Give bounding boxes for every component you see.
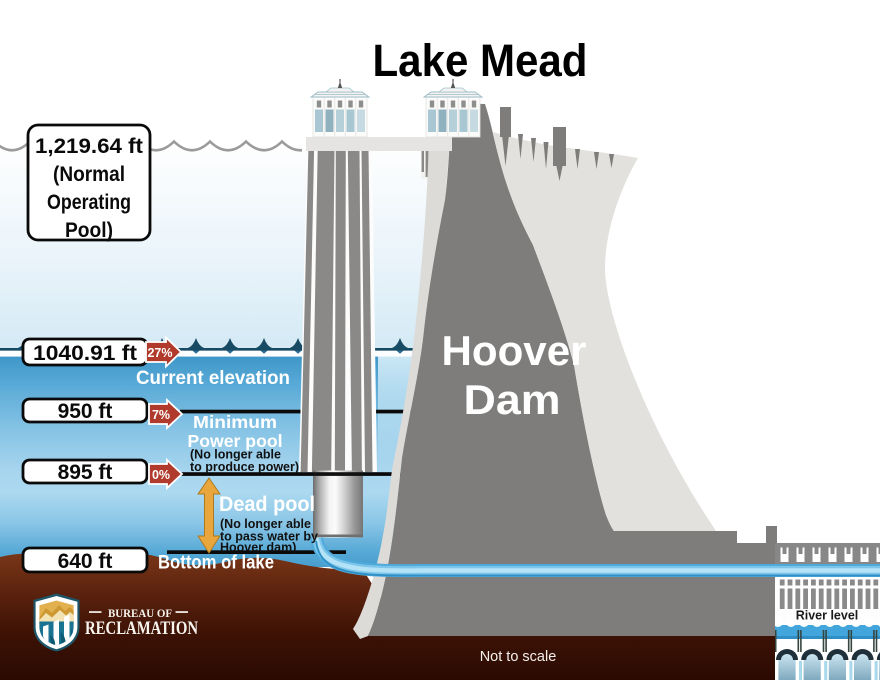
svg-text:(No longer able: (No longer able — [190, 448, 281, 462]
svg-text:Pool): Pool) — [65, 219, 113, 242]
svg-text:895 ft: 895 ft — [58, 461, 113, 484]
svg-text:Current elevation: Current elevation — [136, 367, 290, 389]
svg-text:Lake Mead: Lake Mead — [373, 35, 588, 86]
svg-text:640 ft: 640 ft — [58, 550, 113, 573]
svg-text:Dam: Dam — [464, 376, 561, 423]
svg-text:(No longer able: (No longer able — [220, 517, 311, 531]
svg-text:950 ft: 950 ft — [58, 400, 113, 423]
svg-text:Operating: Operating — [47, 191, 131, 214]
svg-text:7%: 7% — [152, 408, 170, 422]
svg-text:1,219.64 ft: 1,219.64 ft — [35, 135, 143, 158]
svg-text:Dead pool: Dead pool — [219, 493, 315, 516]
svg-text:1040.91 ft: 1040.91 ft — [33, 342, 137, 365]
svg-text:Hoover dam): Hoover dam) — [220, 541, 296, 555]
svg-text:Not to scale: Not to scale — [480, 649, 557, 665]
svg-text:Bottom of lake: Bottom of lake — [158, 553, 274, 574]
svg-text:27%: 27% — [147, 346, 172, 360]
svg-text:to produce power): to produce power) — [190, 460, 299, 474]
svg-text:to pass water by: to pass water by — [220, 530, 318, 544]
svg-text:(Normal: (Normal — [53, 163, 125, 186]
svg-text:Hoover: Hoover — [442, 327, 587, 374]
svg-text:River level: River level — [796, 609, 859, 623]
svg-text:0%: 0% — [152, 468, 170, 482]
svg-text:RECLAMATION: RECLAMATION — [85, 619, 199, 639]
svg-text:Power pool: Power pool — [188, 431, 283, 451]
svg-text:Minimum: Minimum — [193, 412, 277, 432]
svg-text:BUREAU OF: BUREAU OF — [108, 606, 172, 620]
